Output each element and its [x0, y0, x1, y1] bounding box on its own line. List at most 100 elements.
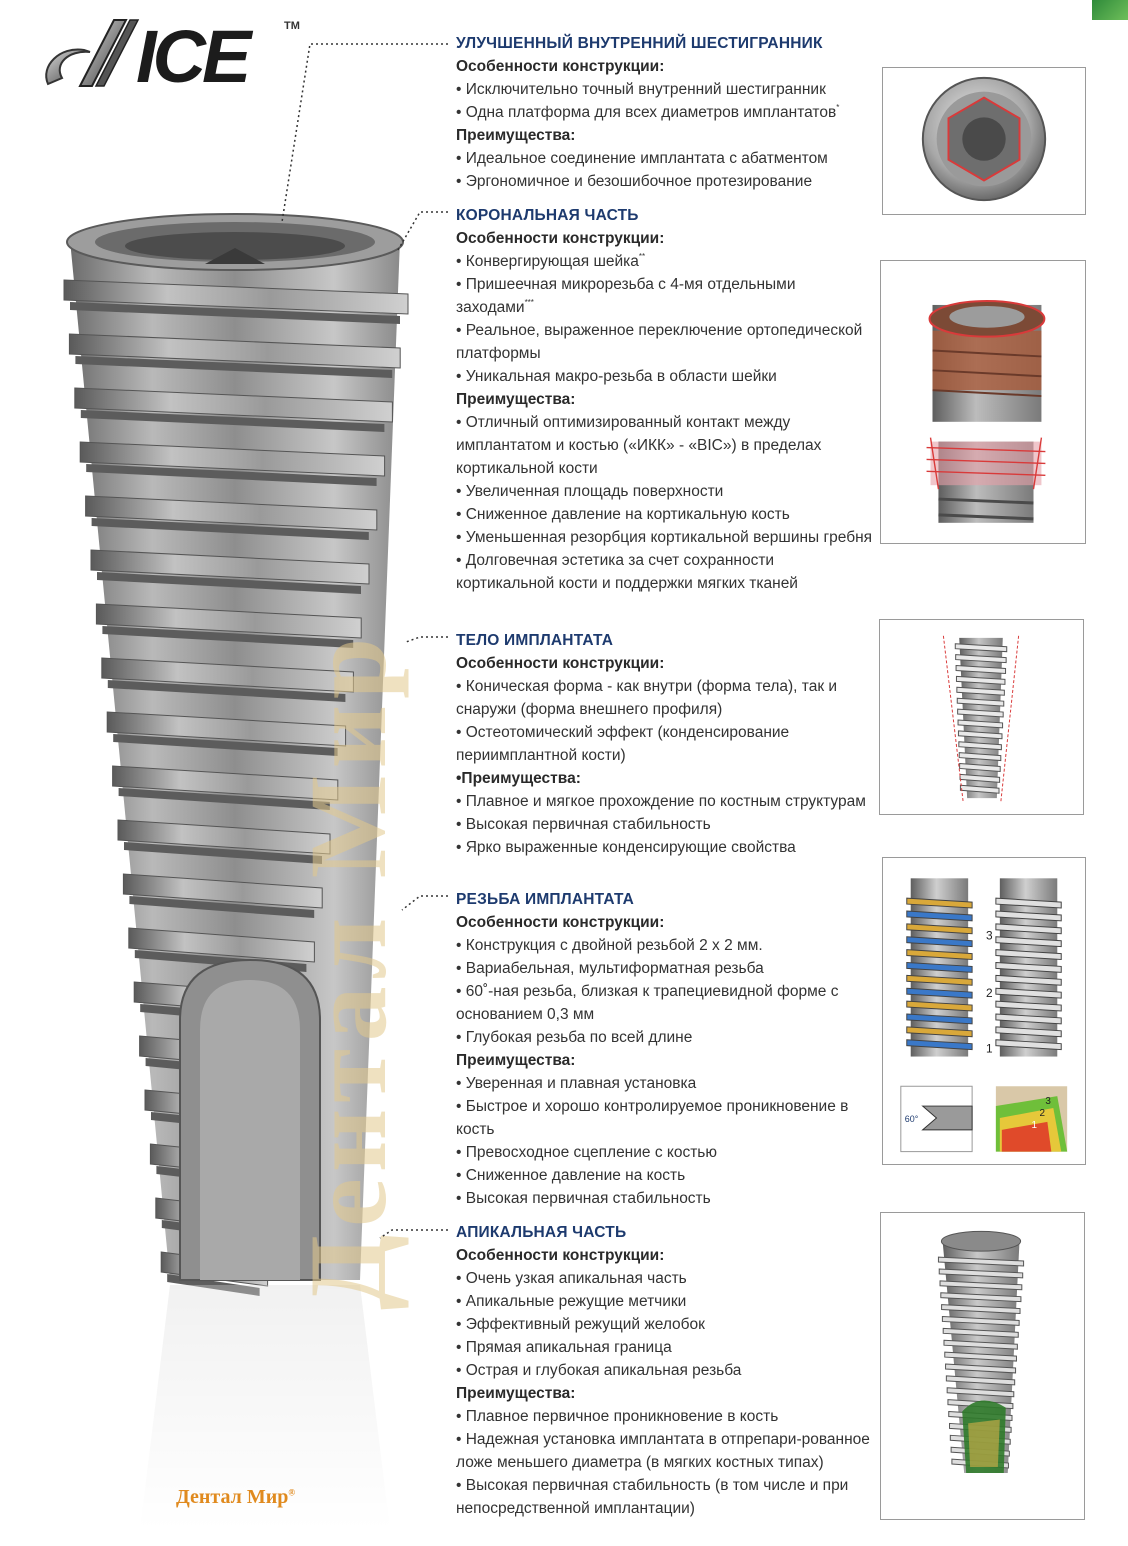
feature-item: • Конструкция с двойной резьбой 2 x 2 мм…: [456, 937, 763, 954]
benefit-item: • Плавное и мягкое прохождение по костны…: [456, 793, 866, 810]
thread-band: [941, 1304, 1021, 1315]
thread-band: [112, 765, 339, 801]
thread-band: [90, 549, 370, 585]
thread-band: [957, 730, 1003, 740]
logo-tm: TM: [284, 20, 300, 32]
thread-band: [906, 987, 973, 999]
footnote-mark: *: [836, 103, 840, 112]
feature-item: • Эффективный режущий желобок: [456, 1316, 705, 1333]
benefit-item: • Превосходное сцепление с костью: [456, 1144, 718, 1161]
thread-band: [995, 974, 1062, 986]
thread-band: [958, 752, 1002, 762]
thread-band: [85, 495, 378, 531]
section-title: ТЕЛО ИМПЛАНТАТА: [456, 632, 614, 649]
section-body: ТЕЛО ИМПЛАНТАТА Особенности конструкции:…: [456, 629, 876, 859]
thread-band: [945, 1375, 1016, 1386]
benefit-item: • Идеальное соединение имплантата с абат…: [456, 150, 828, 167]
features-label: Особенности конструкции:: [456, 655, 665, 672]
benefit-item: • Высокая первичная стабильность: [456, 1190, 711, 1207]
thread-band: [959, 784, 1000, 794]
thread-band: [995, 949, 1062, 961]
feature-item: • 60˚-ная резьба, близкая к трапециевидн…: [456, 983, 839, 1023]
ice-logo: ICE TM: [40, 16, 300, 96]
section-thread: РЕЗЬБА ИМПЛАНТАТА Особенности конструкци…: [456, 888, 876, 1210]
footnote-mark: **: [638, 252, 646, 261]
benefits-label: Преимущества:: [456, 391, 576, 408]
features-label: Особенности конструкции:: [456, 230, 665, 247]
benefit-item: • Эргономичное и безошибочное протезиров…: [456, 173, 813, 190]
thread-band: [128, 927, 315, 963]
zone-label: 1: [1032, 1120, 1038, 1131]
thread-band: [938, 1268, 1024, 1279]
section-coronal: КОРОНАЛЬНАЯ ЧАСТЬ Особенности конструкци…: [456, 204, 876, 595]
thread-band: [959, 773, 1001, 783]
thread-band: [906, 923, 973, 935]
feature-item: • Пришеечная микрорезьба с 4-мя отдельны…: [456, 276, 796, 316]
feature-item: • Острая и глубокая апикальная резьба: [456, 1362, 742, 1379]
thread-band: [955, 665, 1007, 674]
thread-band: [906, 910, 973, 922]
swoosh-icon: [45, 19, 140, 87]
thread-band: [70, 302, 400, 324]
thread-band: [942, 1327, 1019, 1338]
thread-band: [941, 1315, 1020, 1326]
thread-label: 2: [986, 986, 993, 1000]
feature-item: • Апикальные режущие метчики: [456, 1293, 687, 1310]
feature-item: • Конвергирующая шейка**: [456, 252, 646, 270]
thread-band: [906, 1039, 973, 1051]
thread-band: [906, 949, 973, 961]
thread-band: [957, 719, 1004, 729]
feature-item: • Реальное, выраженное переключение орто…: [456, 322, 863, 362]
thread-band: [995, 897, 1062, 909]
thread-band: [906, 1000, 973, 1012]
thread-band: [995, 1039, 1062, 1051]
feature-item: • Одна платформа для всех диаметров импл…: [456, 103, 840, 121]
feature-item: • Вариабельная, мультиформатная резьба: [456, 960, 764, 977]
thread-band: [940, 1292, 1022, 1303]
benefit-item: • Надежная установка имплантата в отпреп…: [456, 1431, 870, 1471]
thread-band: [944, 1351, 1017, 1362]
thread-band: [117, 819, 331, 855]
section-title: АПИКАЛЬНАЯ ЧАСТЬ: [456, 1224, 627, 1241]
feature-item: • Остеотомический эффект (конденсировани…: [456, 724, 790, 764]
thread-band: [995, 987, 1062, 999]
thread-band: [906, 897, 973, 909]
thread-band: [946, 1387, 1015, 1398]
thread-band: [86, 464, 377, 486]
thread-band: [95, 603, 362, 639]
thread-band: [954, 643, 1008, 653]
thread-band: [129, 896, 315, 918]
thread-band: [995, 961, 1062, 973]
benefits-label: •Преимущества:: [456, 770, 581, 787]
thread-band: [101, 657, 354, 693]
feature-item: • Уникальная макро-резьба в области шейк…: [456, 368, 777, 385]
hex-top-view-image: [882, 67, 1086, 215]
thread-band: [68, 333, 401, 369]
section-title: РЕЗЬБА ИМПЛАНТАТА: [456, 891, 635, 908]
thread-diagram-image: 3 2 1 60° 3 2 1: [882, 857, 1086, 1165]
benefit-item: • Высокая первичная стабильность (в том …: [456, 1477, 849, 1517]
benefit-item: • Уменьшенная резорбция кортикальной вер…: [456, 529, 873, 546]
thread-band: [118, 788, 330, 810]
feature-item: • Прямая апикальная граница: [456, 1339, 672, 1356]
feature-item: • Исключительно точный внутренний шестиг…: [456, 81, 826, 98]
thread-band: [75, 356, 393, 378]
zone-label: 2: [1039, 1108, 1045, 1119]
benefits-label: Преимущества:: [456, 127, 576, 144]
thread-band: [79, 441, 386, 477]
section-title: УЛУЧШЕННЫЙ ВНУТРЕННИЙ ШЕСТИГРАННИК: [456, 35, 823, 52]
thread-band: [97, 572, 361, 594]
thread-band: [63, 279, 409, 315]
section-apical: АПИКАЛЬНАЯ ЧАСТЬ Особенности конструкции…: [456, 1221, 876, 1520]
benefit-item: • Плавное первичное проникновение в кост…: [456, 1408, 779, 1425]
thread-label: 1: [986, 1042, 993, 1056]
thread-band: [958, 741, 1002, 751]
benefit-item: • Ярко выраженные конденсирующие свойств…: [456, 839, 796, 856]
thread-band: [995, 1013, 1062, 1025]
thread-band: [906, 1013, 973, 1025]
zone-label: 3: [1045, 1096, 1051, 1107]
apical-detail-image: [880, 1212, 1085, 1520]
brand-reg: ®: [288, 1487, 296, 1498]
brand-mark: Дентал Мир®: [176, 1486, 295, 1509]
thread-band: [955, 675, 1006, 685]
